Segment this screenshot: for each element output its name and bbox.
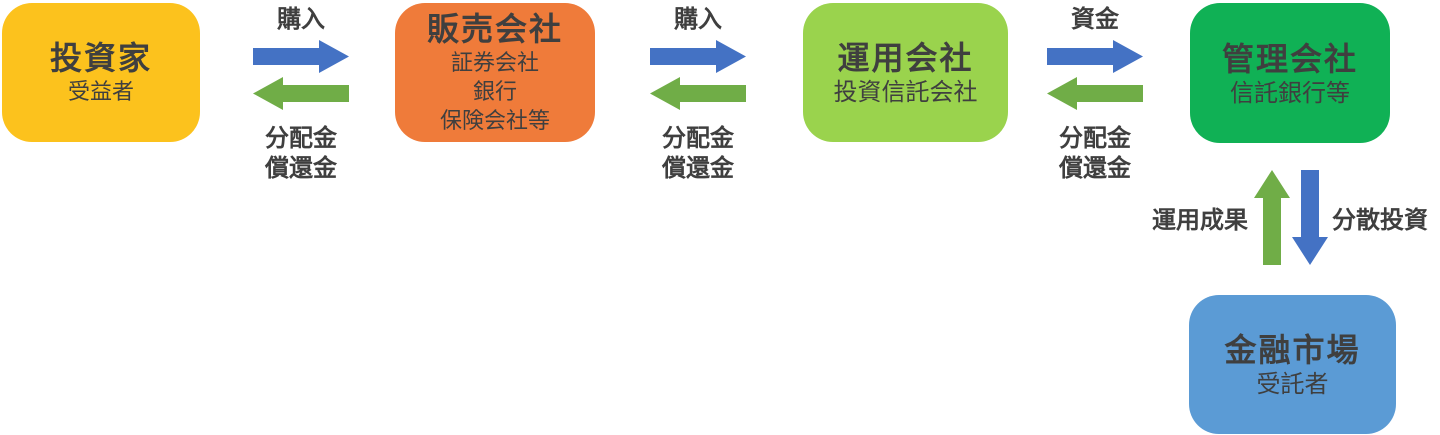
flow-manager-custodian: 資金 分配金 償還金 <box>1043 5 1147 183</box>
flow-return-label-1: 分配金 <box>1059 124 1131 152</box>
node-manager-subtitle: 投資信託会社 <box>833 78 978 106</box>
node-custodian-title: 管理会社 <box>1221 39 1358 78</box>
left-arrow-icon <box>1047 77 1143 110</box>
flow-return-label-2: 償還金 <box>265 154 337 182</box>
flow-down-label: 分散投資 <box>1332 206 1428 234</box>
flow-return-label-2: 償還金 <box>662 154 734 182</box>
flow-investor-seller: 購入 分配金 償還金 <box>249 5 353 183</box>
node-market: 金融市場 受託者 <box>1189 295 1396 434</box>
node-seller-subtitle-3: 保険会社等 <box>439 109 550 134</box>
node-market-title: 金融市場 <box>1224 331 1361 369</box>
right-arrow-icon <box>1047 40 1143 73</box>
node-manager-title: 運用会社 <box>837 39 974 77</box>
right-arrow-icon <box>253 40 349 73</box>
flow-up-label: 運用成果 <box>1152 206 1248 234</box>
left-arrow-icon <box>253 77 349 110</box>
node-investor: 投資家 受益者 <box>2 3 200 142</box>
flow-seller-manager: 購入 分配金 償還金 <box>646 5 750 183</box>
up-arrow-icon <box>1254 170 1290 265</box>
node-seller-subtitle-1: 証券会社 <box>450 51 539 76</box>
flow-return-label-1: 分配金 <box>662 124 734 152</box>
node-investor-subtitle: 受益者 <box>67 80 134 105</box>
flow-return-label-2: 償還金 <box>1059 154 1131 182</box>
node-market-subtitle: 受託者 <box>1256 370 1329 398</box>
node-seller-title: 販売会社 <box>426 10 563 48</box>
flow-forward-label: 資金 <box>1071 5 1119 33</box>
left-arrow-icon <box>650 77 746 110</box>
node-manager: 運用会社 投資信託会社 <box>803 3 1008 142</box>
right-arrow-icon <box>650 40 746 73</box>
flow-forward-label: 購入 <box>277 5 325 33</box>
node-seller: 販売会社 証券会社 銀行 保険会社等 <box>395 3 595 142</box>
down-arrow-icon <box>1292 170 1328 265</box>
flow-forward-label: 購入 <box>674 5 722 33</box>
node-investor-title: 投資家 <box>49 39 152 77</box>
flow-return-label-1: 分配金 <box>265 124 337 152</box>
node-custodian-subtitle: 信託銀行等 <box>1230 78 1350 107</box>
node-seller-subtitle-2: 銀行 <box>472 80 517 105</box>
node-custodian: 管理会社 信託銀行等 <box>1190 3 1390 143</box>
